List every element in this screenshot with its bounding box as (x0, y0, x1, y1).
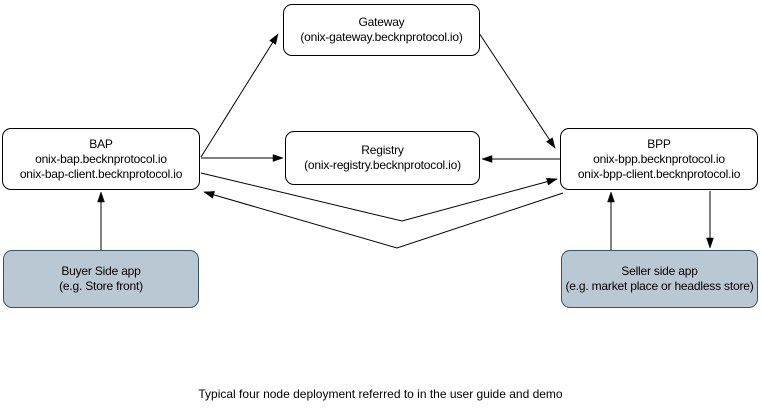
edge-gateway-to-bpp (478, 32, 556, 149)
node-buyer-title: Buyer Side app (61, 264, 141, 278)
node-gateway: Gateway (onix-gateway.becknprotocol.io) (283, 4, 480, 56)
node-bpp-url: onix-bpp.becknprotocol.io (593, 151, 725, 166)
diagram-caption: Typical four node deployment referred to… (198, 387, 563, 401)
node-bap-url: onix-bap.becknprotocol.io (35, 151, 167, 166)
node-bpp: BPP onix-bpp.becknprotocol.io onix-bpp-c… (560, 128, 758, 190)
node-bpp-title: BPP (647, 136, 671, 151)
node-bap-client-url: onix-bap-client.becknprotocol.io (19, 166, 183, 181)
node-buyer-subtitle: (e.g. Store front) (59, 279, 143, 293)
node-bap: BAP onix-bap.becknprotocol.io onix-bap-c… (2, 128, 200, 190)
node-bap-title: BAP (89, 136, 113, 151)
node-registry-title: Registry (361, 143, 404, 157)
node-seller-title: Seller side app (621, 264, 698, 278)
node-registry: Registry (onix-registry.becknprotocol.io… (285, 131, 480, 185)
node-buyer-side-app: Buyer Side app (e.g. Store front) (3, 250, 199, 308)
node-gateway-subtitle: (onix-gateway.becknprotocol.io) (300, 30, 463, 44)
node-bpp-client-url: onix-bpp-client.becknprotocol.io (577, 166, 741, 181)
node-registry-subtitle: (onix-registry.becknprotocol.io) (304, 158, 461, 172)
edge-bap-to-bpp (200, 172, 558, 222)
edge-bap-to-gateway (200, 33, 279, 158)
node-seller-side-app: Seller side app (e.g. market place or he… (561, 250, 758, 308)
node-seller-subtitle: (e.g. market place or headless store) (565, 279, 754, 293)
node-gateway-title: Gateway (358, 15, 405, 29)
edge-bpp-to-bap (203, 191, 564, 249)
